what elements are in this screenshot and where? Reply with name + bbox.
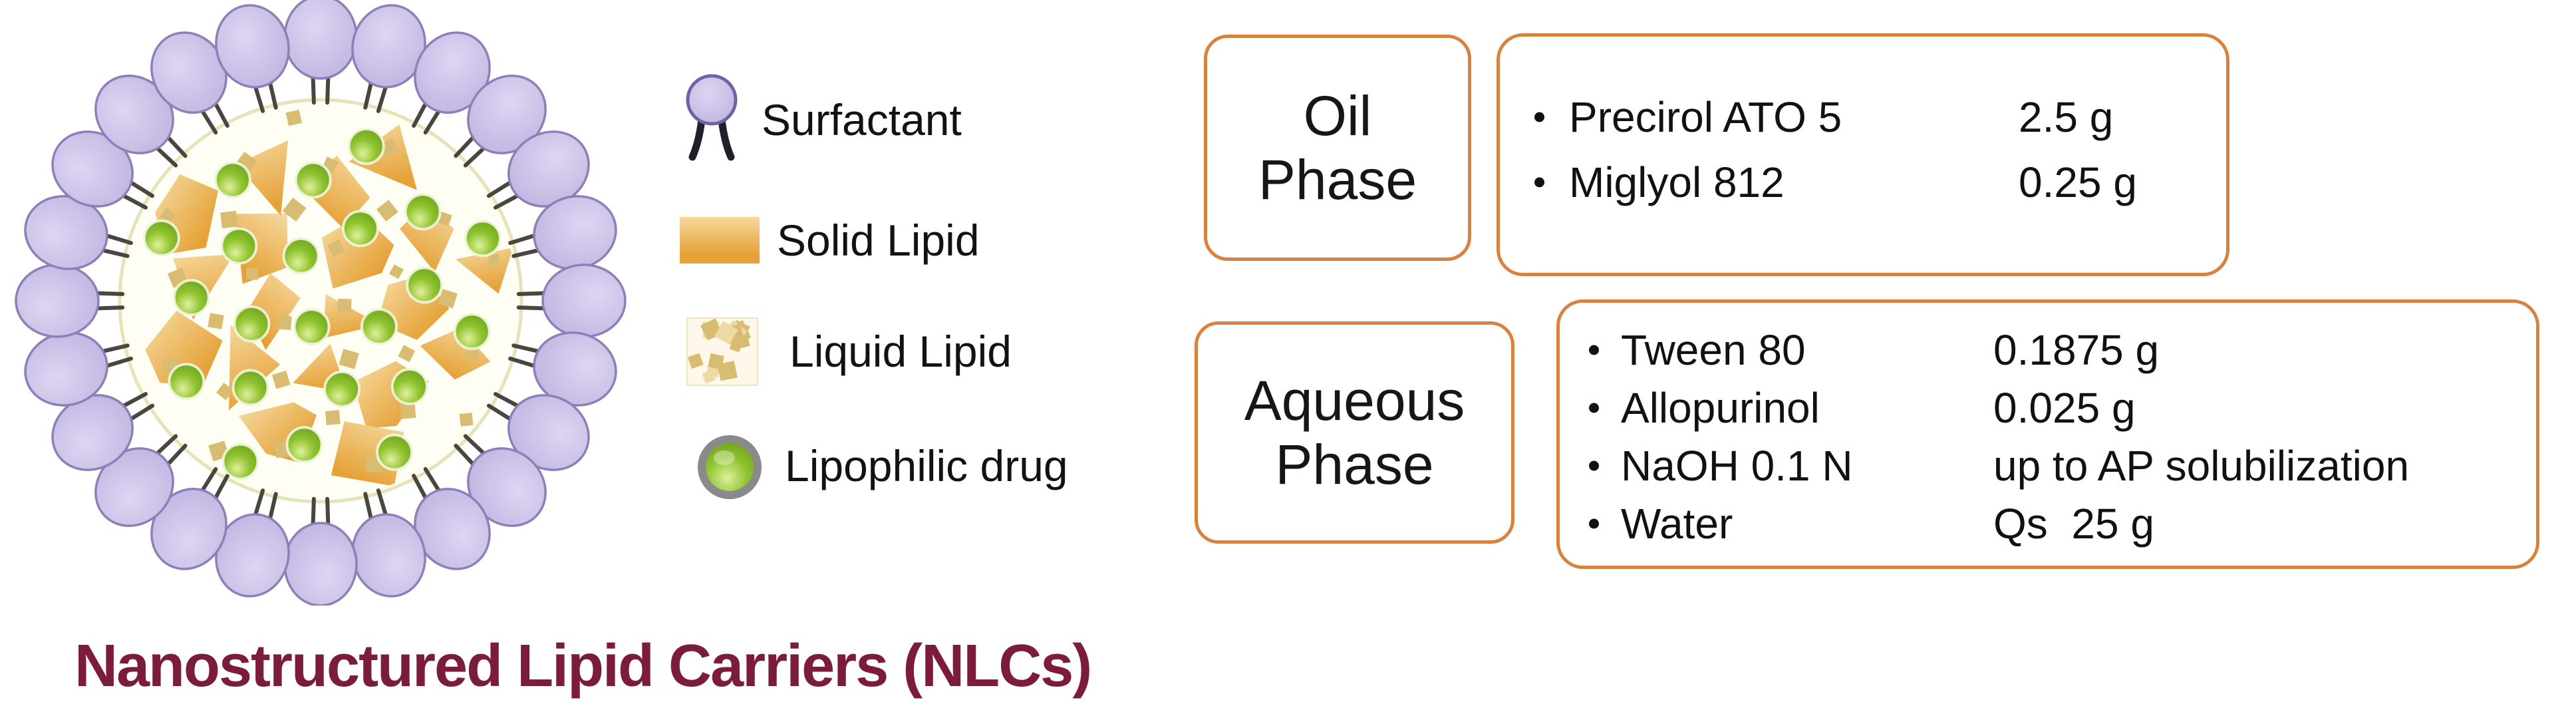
ingredient-name: Miglyol 812 xyxy=(1569,158,1785,206)
liquid-lipid-swatch xyxy=(686,317,758,386)
ingredient-row: Miglyol 812 0.25 g xyxy=(1500,158,2226,206)
bullet-icon xyxy=(1534,177,1544,188)
ingredient-name: Tween 80 xyxy=(1621,326,1806,374)
bullet-icon xyxy=(1534,112,1544,122)
page-title: Nanostructured Lipid Carriers (NLCs) xyxy=(74,633,1092,699)
nlc-particle-diagram xyxy=(15,0,627,606)
lipophilic-drug-icon xyxy=(698,435,762,499)
ingredient-name: NaOH 0.1 N xyxy=(1621,442,1853,490)
ingredient-amount: 0.025 g xyxy=(1993,384,2136,432)
oil-phase-content-box: Precirol ATO 5 2.5 g Miglyol 812 0.25 g xyxy=(1497,33,2229,276)
ingredient-name: Allopurinol xyxy=(1621,384,1820,432)
ingredient-amount: up to AP solubilization xyxy=(1993,442,2410,490)
aqueous-phase-content-box: Tween 80 0.1875 g Allopurinol 0.025 g Na… xyxy=(1556,299,2539,569)
ingredient-name: Precirol ATO 5 xyxy=(1569,93,1842,141)
aqueous-phase-label-box: Aqueous Phase xyxy=(1195,321,1514,544)
ingredient-name: Water xyxy=(1621,500,1733,548)
ingredient-row: Allopurinol 0.025 g xyxy=(1560,384,2536,432)
ingredient-amount: 0.1875 g xyxy=(1993,326,2160,374)
oil-phase-label-line1: Oil xyxy=(1303,85,1372,147)
aqueous-phase-label-line1: Aqueous xyxy=(1244,369,1465,432)
legend-label-lipophilic-drug: Lipophilic drug xyxy=(785,441,1068,490)
legend-label-surfactant: Surfactant xyxy=(762,95,962,144)
oil-phase-label-line2: Phase xyxy=(1258,148,1417,211)
legend-label-solid-lipid: Solid Lipid xyxy=(777,216,980,265)
ingredient-row: Tween 80 0.1875 g xyxy=(1560,326,2536,374)
bullet-icon xyxy=(1589,518,1599,529)
oil-phase-label-box: Oil Phase xyxy=(1204,35,1471,261)
ingredient-row: Precirol ATO 5 2.5 g xyxy=(1500,93,2226,141)
ingredient-amount: 2.5 g xyxy=(2019,93,2114,141)
ingredient-row: NaOH 0.1 N up to AP solubilization xyxy=(1560,442,2536,490)
ingredient-amount: Qs 25 g xyxy=(1993,500,2154,548)
bullet-icon xyxy=(1589,460,1599,471)
surfactant-icon xyxy=(686,74,738,161)
legend-label-liquid-lipid: Liquid Lipid xyxy=(789,327,1012,376)
aqueous-phase-label-line2: Phase xyxy=(1275,433,1434,496)
bullet-icon xyxy=(1589,345,1599,355)
solid-lipid-swatch xyxy=(680,217,760,264)
ingredient-row: Water Qs 25 g xyxy=(1560,500,2536,548)
bullet-icon xyxy=(1589,403,1599,413)
ingredient-amount: 0.25 g xyxy=(2019,158,2137,206)
